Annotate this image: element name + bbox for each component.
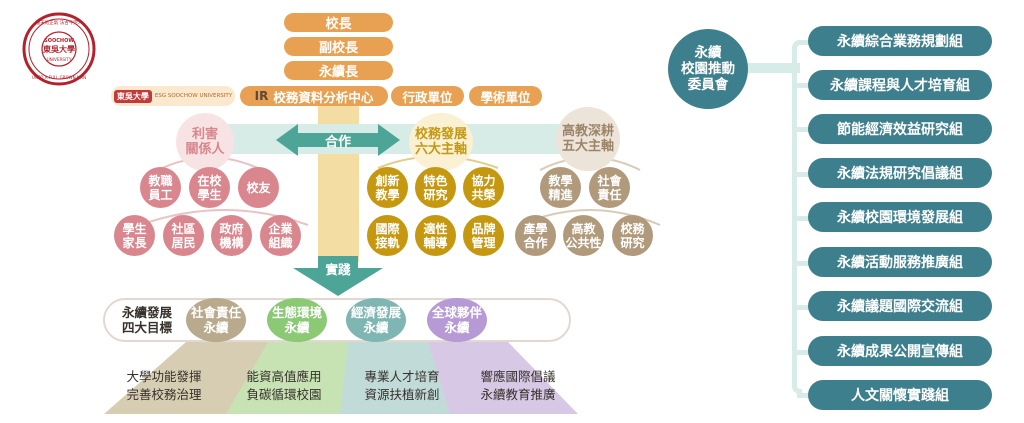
development-item: 國際接軌 (367, 215, 408, 256)
sustainability-committee: 永續校園推動委員會 (668, 29, 748, 109)
group-publicity: 永續成果公開宣傳組 (808, 336, 992, 366)
sustainability-head-box: 永續長 (284, 61, 393, 80)
ir-icon: IR (254, 89, 269, 103)
goal-detail: 能資高值應用負碳循環校園 (246, 369, 322, 402)
hub-line: 五大主軸 (561, 139, 614, 154)
stakeholder-item: 校友 (238, 167, 279, 208)
stakeholder-item: 學生家長 (114, 215, 155, 256)
hub-line: 校務發展 (414, 127, 467, 142)
development-item: 協力共榮 (463, 167, 504, 208)
soochow-university-logo: 東吳大學 SOOCHOW UNIVERSITY 養天地正氣 法古今完人 UNTO… (22, 12, 96, 86)
group-activity: 永續活動服務推廣組 (808, 247, 992, 277)
higher-ed-item: 產學合作 (515, 215, 556, 256)
group-stub (797, 83, 815, 88)
hub-line: 六大主軸 (414, 142, 467, 157)
stakeholder-item: 政府機構 (211, 215, 252, 256)
goal-detail: 響應國際倡議永續教育推廣 (480, 369, 556, 402)
esg-logo-text: ESG SOOCHOW UNIVERSITY (154, 93, 233, 99)
group-stub (797, 127, 815, 132)
stakeholder-item: 教職員工 (140, 167, 181, 208)
group-stub (797, 305, 815, 310)
hub-line: 利害 (191, 127, 218, 142)
goal-ecology: 生態環境永續 (267, 298, 327, 342)
development-hub: 校務發展六大主軸 (409, 113, 473, 171)
development-item: 創新教學 (367, 167, 408, 208)
data-analysis-center: IR 校務資料分析中心 (240, 86, 388, 106)
group-international: 永續議題國際交流組 (808, 291, 992, 321)
administrative-units: 行政單位 (391, 86, 464, 106)
practice-label: 實踐 (325, 261, 351, 277)
academic-units: 學術單位 (469, 86, 542, 106)
svg-text:養天地正氣 法古今完人: 養天地正氣 法古今完人 (36, 19, 83, 26)
group-stub (797, 40, 815, 45)
stakeholder-hub: 利害關係人 (176, 113, 234, 171)
group-stub (797, 350, 815, 355)
stakeholder-item: 企業組織 (260, 215, 301, 256)
central-pillar (318, 94, 359, 262)
svg-text:UNIVERSITY: UNIVERSITY (47, 57, 72, 62)
cooperation-label: 合作 (324, 134, 351, 150)
data-analysis-center-label: 校務資料分析中心 (273, 89, 374, 105)
vice-president-box: 副校長 (284, 37, 393, 56)
esg-logo-banner: 東吳大學 ESG SOOCHOW UNIVERSITY (111, 86, 235, 106)
group-curriculum: 永續課程與人才培育組 (808, 70, 992, 100)
development-item: 適性輔導 (415, 215, 456, 256)
group-campus: 永續校園環境發展組 (808, 202, 992, 232)
svg-text:東吳大學: 東吳大學 (43, 44, 75, 54)
higher-ed-item: 高教公共性 (563, 215, 604, 256)
goal-global-partnership: 全球夥伴永續 (427, 298, 487, 342)
goal-economy: 經濟發展永續 (346, 298, 406, 342)
svg-text:SOOCHOW: SOOCHOW (44, 38, 74, 44)
cooperation-arrow (276, 124, 400, 156)
goal-fans (104, 342, 578, 414)
development-item: 品牌管理 (463, 215, 504, 256)
higher-ed-hub: 高教深耕五大主軸 (556, 107, 620, 171)
group-stub (797, 216, 815, 221)
development-item: 特色研究 (415, 167, 456, 208)
group-stub (797, 261, 815, 266)
higher-ed-item: 社會責任 (589, 167, 630, 208)
practice-arrow (293, 256, 383, 296)
group-humanities: 人文關懷實踐組 (808, 380, 992, 410)
committee-connector (742, 63, 800, 73)
stakeholder-item: 社區居民 (163, 215, 204, 256)
higher-ed-item: 校務研究 (612, 215, 653, 256)
group-energy: 節能經濟效益研究組 (808, 114, 992, 144)
goal-detail: 專業人才培育資源扶植新創 (364, 369, 440, 402)
group-stub (797, 393, 815, 398)
university-logo-text: 東吳大學 (113, 89, 152, 103)
hub-line: 關係人 (185, 142, 225, 157)
group-planning: 永續綜合業務規劃組 (808, 26, 992, 56)
stakeholder-item: 在校學生 (189, 167, 230, 208)
goals-label: 永續發展四大目標 (121, 305, 172, 335)
president-box: 校長 (284, 13, 393, 32)
svg-text:UNTO A FULL GROWN MAN: UNTO A FULL GROWN MAN (32, 75, 86, 80)
goal-detail: 大學功能發揮完善校務治理 (126, 369, 202, 402)
higher-ed-item: 教學精進 (540, 167, 581, 208)
hub-line: 高教深耕 (561, 124, 614, 139)
goal-social-responsibility: 社會責任永續 (186, 298, 246, 342)
group-stub (797, 172, 815, 177)
group-regulation: 永續法規研究倡議組 (808, 158, 992, 188)
goals-bar (103, 298, 571, 342)
